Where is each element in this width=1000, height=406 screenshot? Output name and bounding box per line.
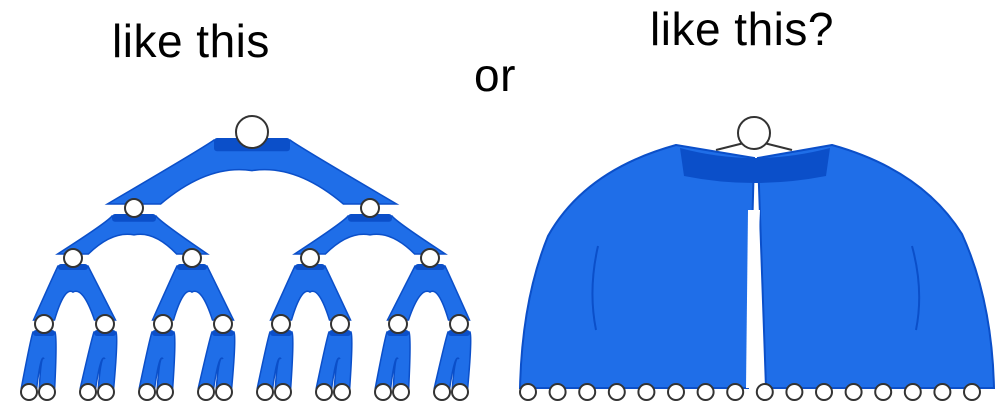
wide-nodes-layer [519,116,981,401]
tree-node [315,383,333,401]
tree-node [874,383,893,401]
pants-layer [20,138,472,389]
tree-node [333,383,351,401]
tree-node [388,314,408,334]
tree-node [138,383,156,401]
pants [55,215,210,255]
pants [256,331,294,389]
pants [197,331,236,389]
tree-node [548,383,567,401]
tree-node [34,314,54,334]
pants [104,139,400,205]
tree-node [20,383,38,401]
pants [79,331,118,389]
tree-node [667,383,685,401]
tree-node [933,383,952,401]
tree-node [578,383,597,401]
pants [374,331,411,389]
tree-node [903,383,922,401]
tree-node [844,383,863,401]
pants-waistband [680,148,830,183]
tree-node [300,248,320,268]
pants-right-leg [756,143,996,389]
nodes-layer [20,115,469,401]
tree-node [274,383,292,401]
tree-node [124,198,144,218]
tree-node [235,115,269,149]
tree-node [963,383,981,401]
tree-node [637,383,656,401]
tree-node [153,314,173,334]
tree-node [449,314,469,334]
pants [433,331,472,389]
pants [20,331,57,389]
tree-node [519,383,537,401]
edge [763,142,793,151]
pants [138,331,176,389]
tree-node [785,383,804,401]
pants [315,331,353,389]
pants [292,215,448,255]
fold-line [911,245,921,331]
tree-node [737,116,771,150]
pants-left-leg [518,143,756,389]
tree-node [63,248,83,268]
tree-node [451,383,469,401]
tree-node [815,383,833,401]
tree-node [271,314,291,334]
pants [386,265,471,321]
tree-node [755,383,774,401]
tree-node [156,383,174,401]
tree-node [433,383,451,401]
pants-gap [746,210,760,388]
fold-line [591,245,599,331]
tree-node [197,383,215,401]
tree-node [182,248,202,268]
tree-node [726,383,745,401]
tree-node [215,383,233,401]
caption-or: or [474,49,516,101]
pants [32,265,117,321]
edge [715,142,745,151]
tree-node [97,383,115,401]
tree-node [256,383,274,401]
tree-node [79,383,97,401]
tree-node [420,248,440,268]
tree-node [696,383,715,401]
tree-node [360,198,380,218]
tree-node [607,383,626,401]
caption-like-this: like this [112,15,270,67]
tree-node [213,314,233,334]
pants [151,265,235,321]
tree-node [38,383,56,401]
tree-node [330,314,350,334]
tree-node [374,383,392,401]
caption-like-this-question: like this? [650,3,834,55]
tree-node [95,314,115,334]
pants [269,265,352,321]
tree-node [392,383,410,401]
wide-pants-layer [518,142,996,389]
